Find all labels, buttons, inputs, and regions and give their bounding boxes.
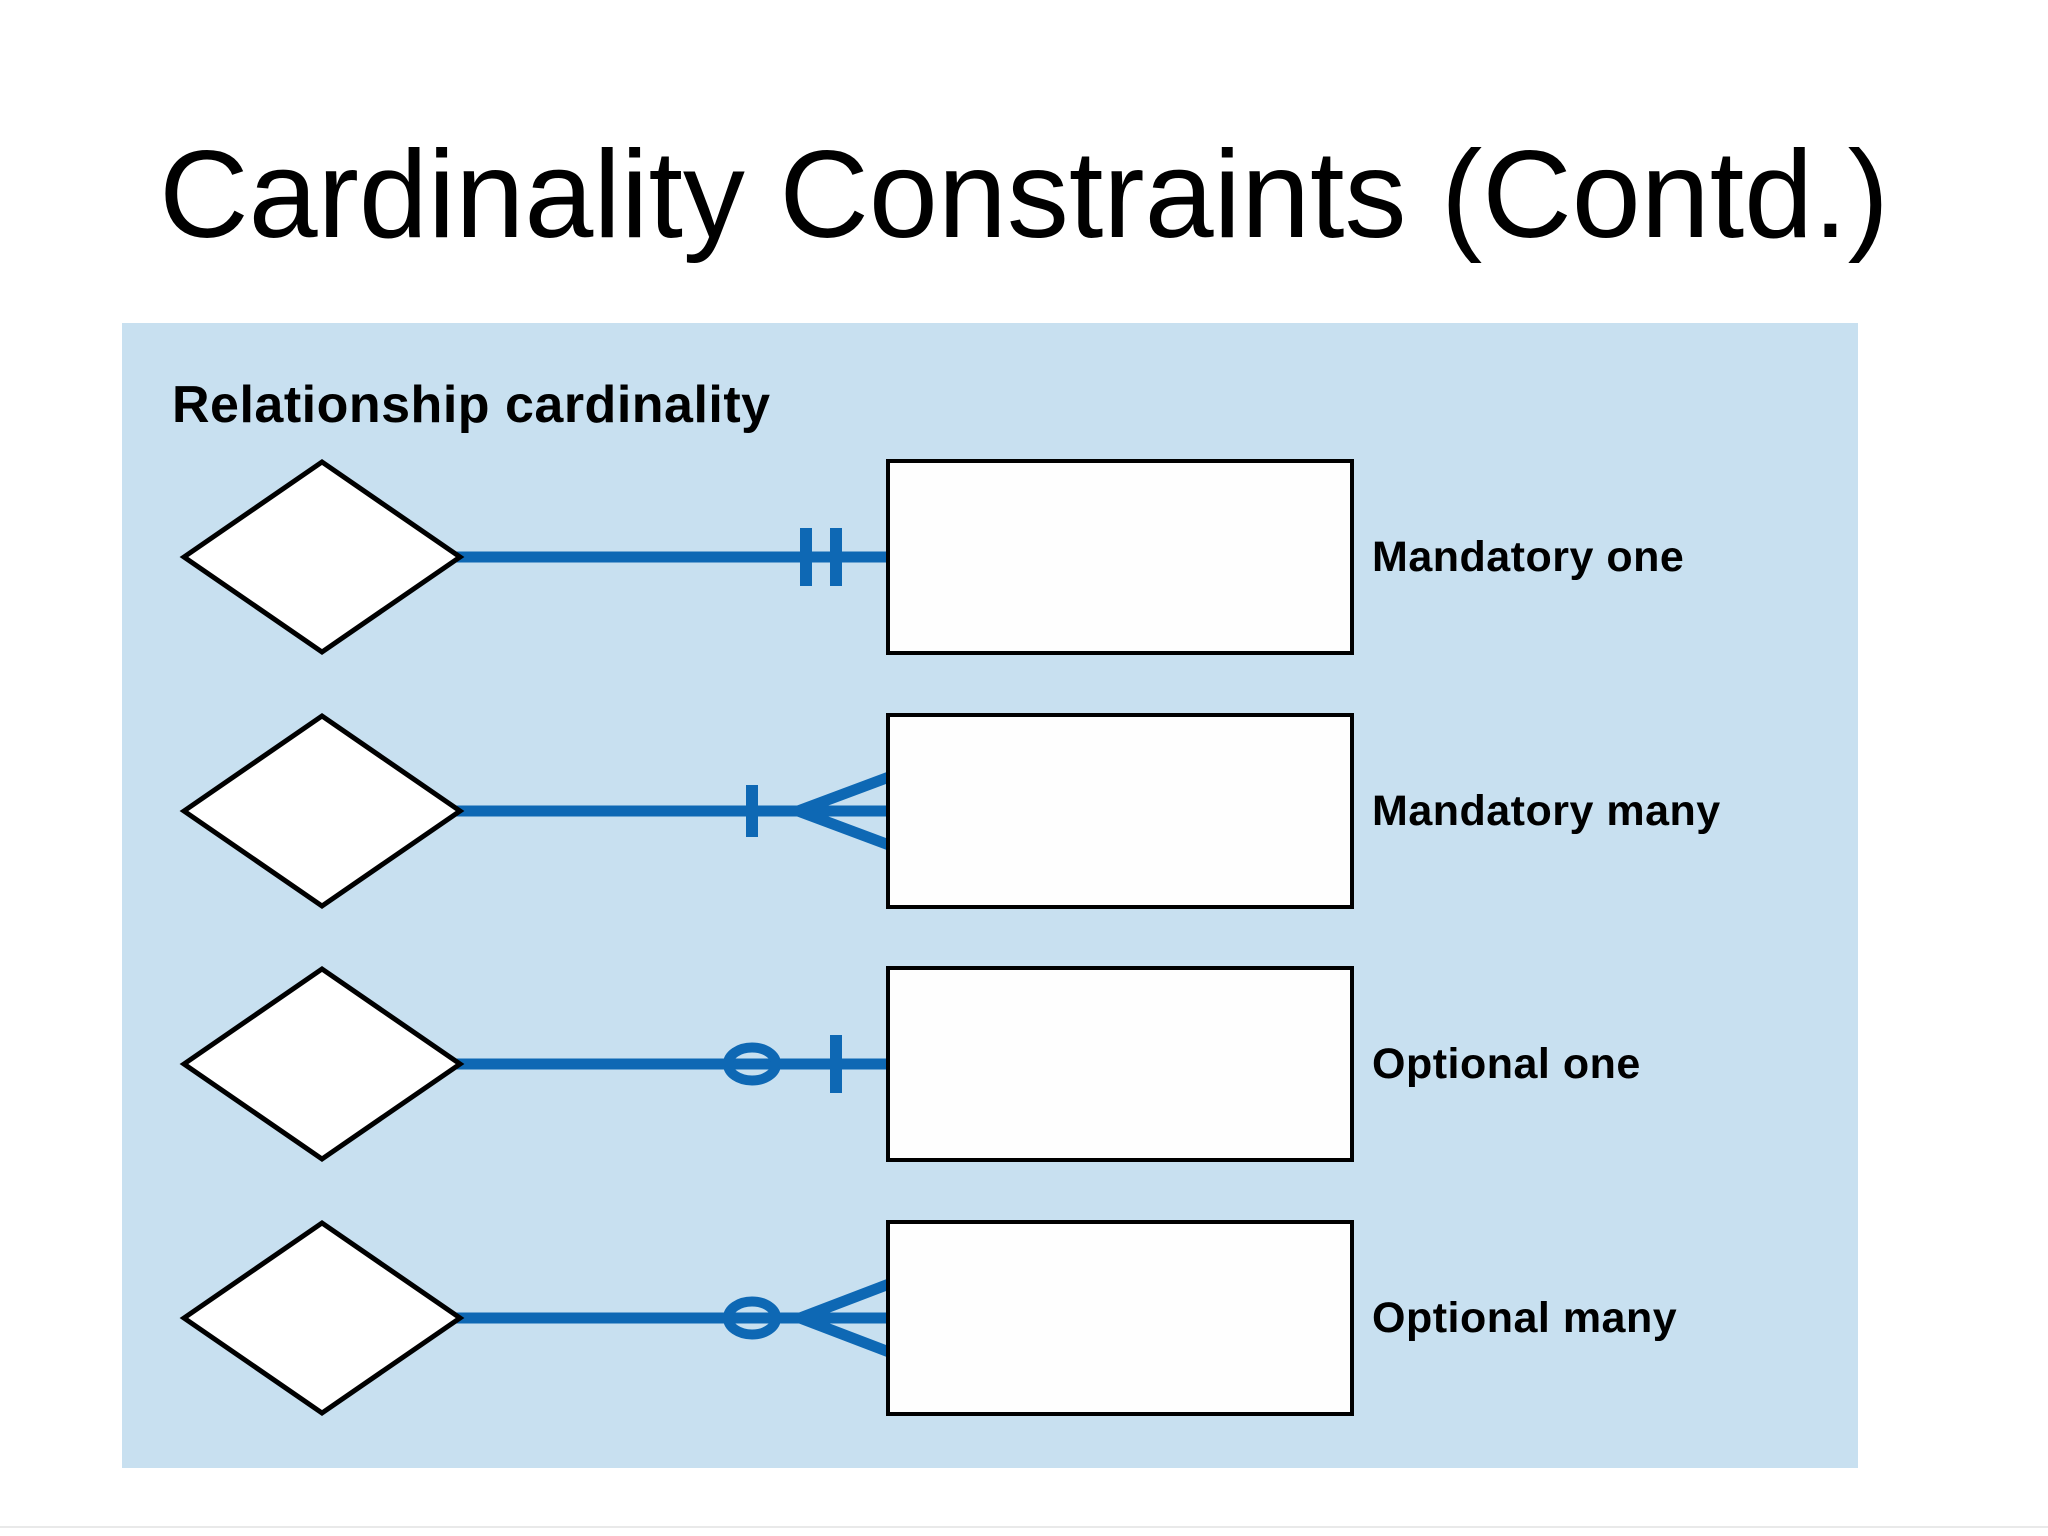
diagram-heading: Relationship cardinality xyxy=(172,376,771,434)
bottom-edge-divider xyxy=(0,1526,2048,1528)
row-optional-many-graphic xyxy=(179,1219,1354,1417)
crows-foot-icon xyxy=(798,1278,891,1324)
entity-rectangle xyxy=(886,966,1354,1162)
crows-foot-icon xyxy=(798,1312,891,1358)
row-mandatory-many-graphic xyxy=(179,712,1354,910)
relationship-diamond xyxy=(179,458,465,656)
relationship-diamond xyxy=(179,965,465,1163)
row-optional-one-graphic xyxy=(179,965,1354,1163)
optional-circle-icon xyxy=(723,1042,781,1086)
relationship-diamond xyxy=(179,1219,465,1417)
row-mandatory-one-graphic xyxy=(179,458,1354,656)
row-label-mandatory-many: Mandatory many xyxy=(1372,787,1721,835)
row-label-mandatory-one: Mandatory one xyxy=(1372,533,1685,581)
slide-title: Cardinality Constraints (Contd.) xyxy=(159,126,1889,264)
entity-rectangle xyxy=(886,1220,1354,1416)
row-label-optional-many: Optional many xyxy=(1372,1294,1678,1342)
entity-rectangle xyxy=(886,713,1354,909)
row-label-optional-one: Optional one xyxy=(1372,1040,1641,1088)
relationship-diamond xyxy=(179,712,465,910)
crows-foot-icon xyxy=(796,771,891,817)
optional-circle-icon xyxy=(723,1296,781,1340)
crows-foot-icon xyxy=(796,805,891,851)
entity-rectangle xyxy=(886,459,1354,655)
